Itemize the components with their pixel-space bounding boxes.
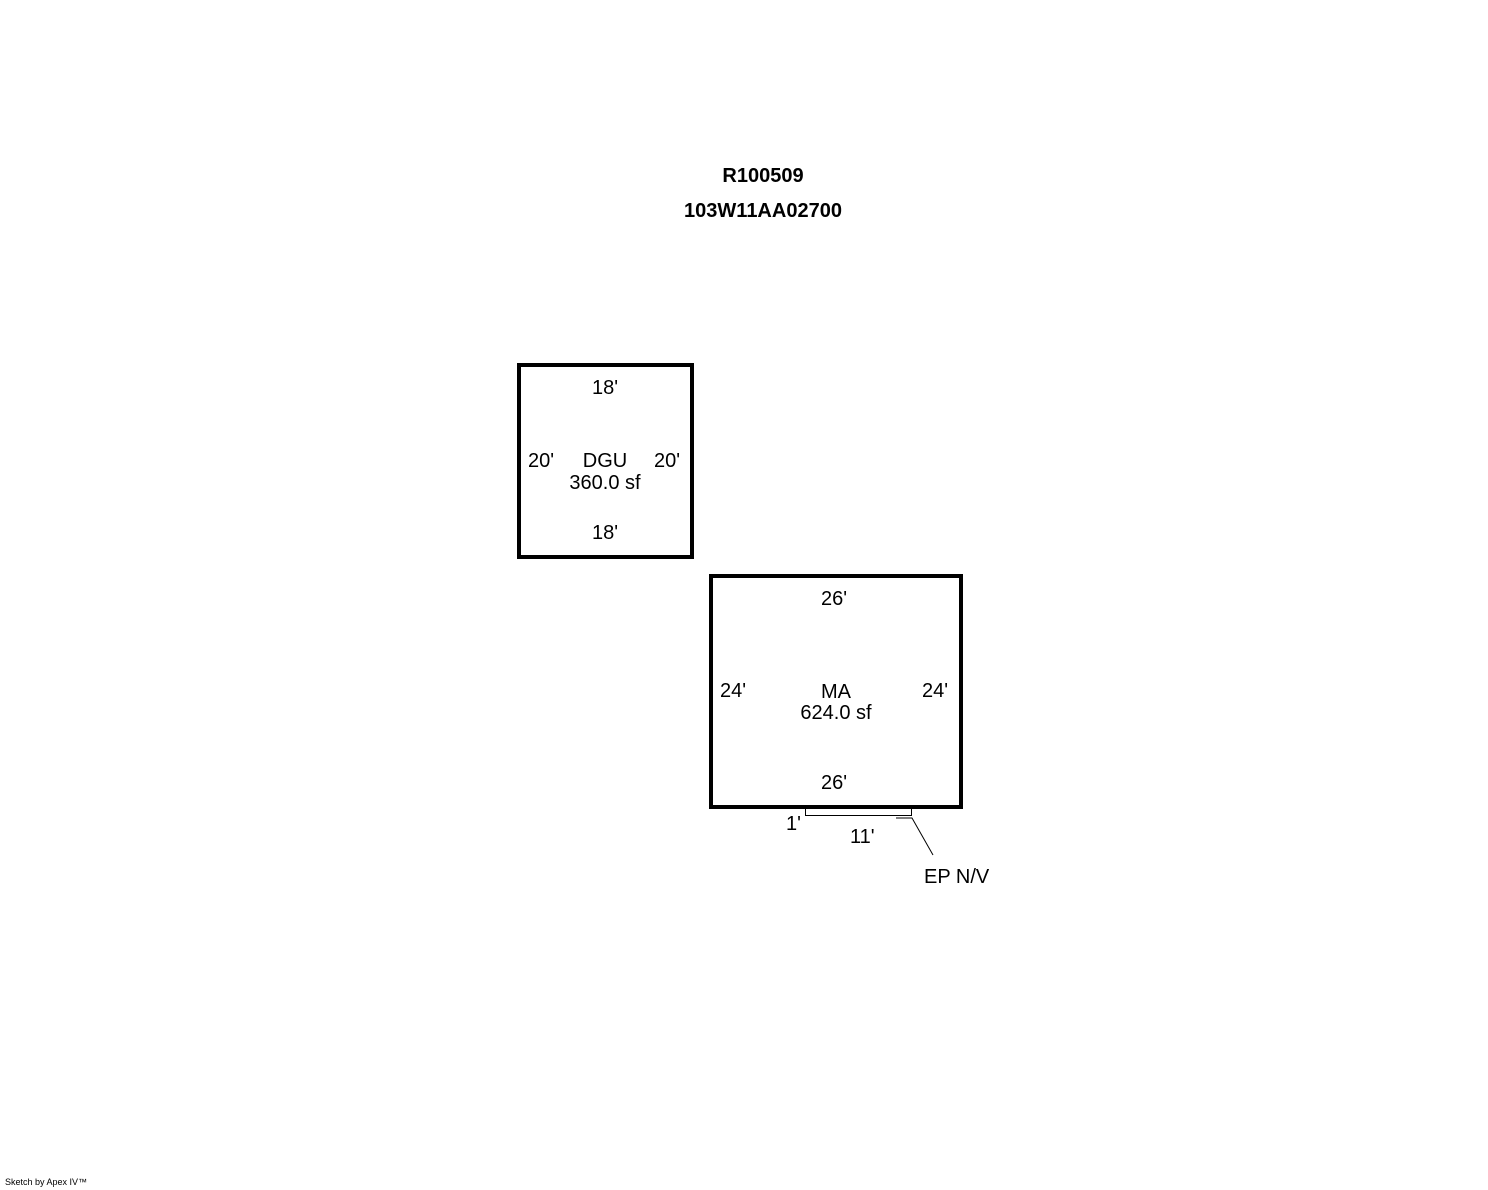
ma-left-dimension: 24' xyxy=(720,680,747,702)
dgu-top-dimension: 18' xyxy=(592,377,619,399)
sketch-credit: Sketch by Apex IV™ xyxy=(5,1177,88,1187)
dgu-left-dimension: 20' xyxy=(528,450,555,472)
ma-area-code: MA xyxy=(821,681,851,703)
dgu-area-outline[interactable] xyxy=(517,363,694,559)
ma-area-size: 624.0 sf xyxy=(800,702,872,724)
dgu-area-code: DGU xyxy=(582,450,628,472)
map-tax-lot: 103W11AA02700 xyxy=(684,200,842,222)
dgu-right-dimension: 20' xyxy=(654,450,681,472)
dgu-bottom-dimension: 18' xyxy=(592,522,619,544)
ep-depth-dimension: 1' xyxy=(786,813,801,835)
ma-area-outline[interactable] xyxy=(709,574,963,809)
ep-area-label: EP N/V xyxy=(924,866,990,888)
ma-top-dimension: 26' xyxy=(821,588,848,610)
ma-bottom-dimension: 26' xyxy=(821,772,848,794)
ma-right-dimension: 24' xyxy=(922,680,949,702)
dgu-area-size: 360.0 sf xyxy=(569,472,641,494)
ep-area-outline[interactable] xyxy=(805,807,912,816)
account-number: R100509 xyxy=(722,165,804,187)
ep-width-dimension: 11' xyxy=(850,826,875,848)
